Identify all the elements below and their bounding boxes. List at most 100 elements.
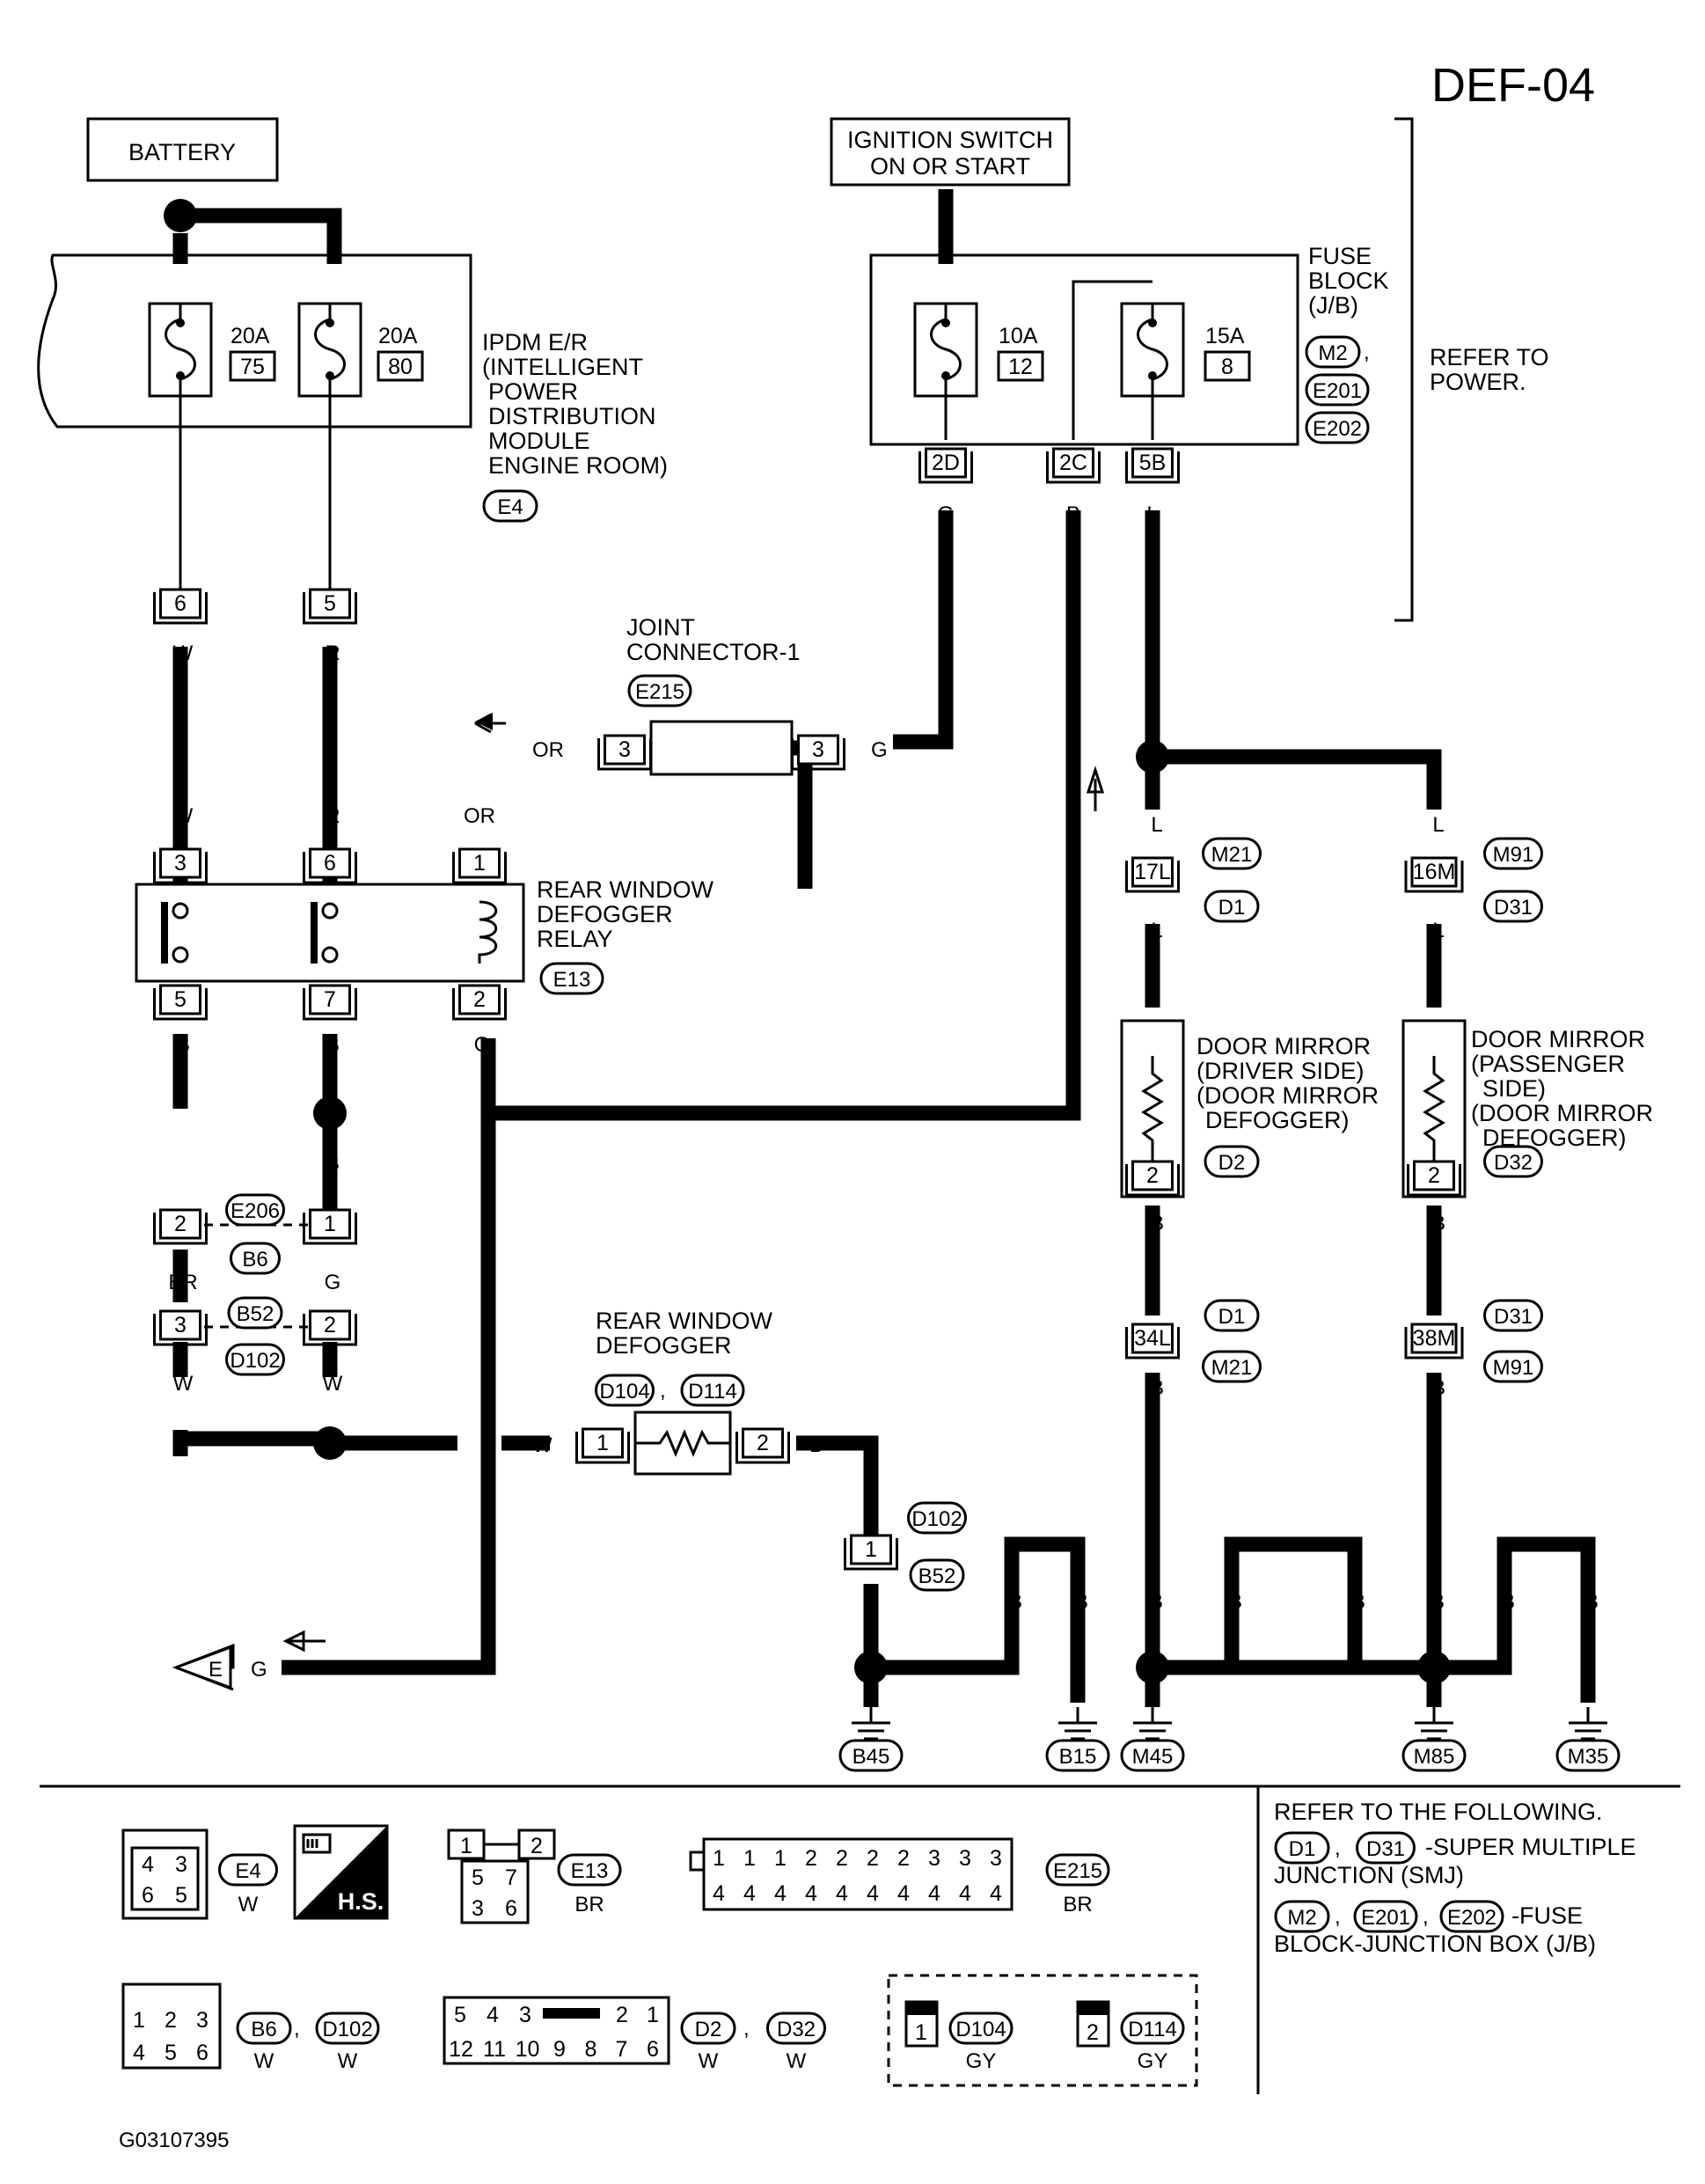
badge-text: D102 — [322, 2018, 372, 2041]
pin-number: 1 — [865, 1537, 877, 1562]
badge-text: D31 — [1494, 896, 1533, 920]
badge-outline — [1045, 1739, 1110, 1772]
badge-outline — [1483, 1299, 1543, 1332]
badge-outline — [225, 1193, 285, 1227]
badge-outline — [1353, 1900, 1418, 1933]
direction-arrow — [282, 1630, 326, 1653]
e4-pin: 6 — [142, 1883, 154, 1908]
fuse-block-2c-link — [1072, 280, 1153, 440]
separator: , — [294, 2017, 300, 2041]
e4-connector-inner — [130, 1846, 200, 1911]
e13-id: E13 — [557, 1853, 622, 1887]
badge-text: E215 — [1053, 1859, 1102, 1883]
badge-text: M91 — [1493, 843, 1534, 867]
fuse-number-box — [1204, 350, 1251, 382]
d31-id: D31 — [1483, 1299, 1543, 1332]
m21-id: M21 — [1202, 1350, 1262, 1383]
fuse-12 — [913, 302, 978, 398]
d102-id: D102 — [225, 1343, 285, 1376]
pin-number: 6 — [174, 591, 187, 616]
e215-pin: 4 — [805, 1881, 817, 1906]
badge-text: D104 — [599, 1380, 649, 1403]
pin-number: 16M — [1413, 860, 1456, 884]
b6-pin: 3 — [196, 2008, 209, 2033]
connector-shell — [153, 592, 208, 625]
ipdm-pin-5: 5 — [303, 588, 357, 625]
badge-outline — [1204, 890, 1260, 923]
pin-box — [742, 1427, 784, 1459]
e215-pin: 2 — [897, 1846, 910, 1871]
pin-number: 17L — [1134, 860, 1171, 884]
e13-pin: 1 — [460, 1834, 472, 1858]
joint-connector-pin-left: 3 — [597, 734, 652, 771]
reference-jb-id: E201 — [1353, 1900, 1418, 1933]
pin-box — [159, 1309, 201, 1341]
d102-id: D102 — [907, 1501, 967, 1535]
pin-box — [604, 734, 646, 766]
wire-color: B — [326, 1033, 340, 1057]
pin-box — [1410, 1323, 1458, 1354]
rear-defogger-pin-1: 1 — [575, 1427, 630, 1464]
badge-outline — [1483, 837, 1543, 870]
refer-power-label: REFER TO — [1430, 344, 1549, 370]
e13-pin-box — [517, 1829, 556, 1860]
badge-outline — [1439, 1900, 1504, 1933]
badge-outline — [1120, 1739, 1185, 1772]
b6-pin: 5 — [165, 2041, 177, 2065]
separator: , — [660, 1379, 666, 1403]
pin-box — [309, 1309, 351, 1341]
badge-outline — [1483, 1145, 1543, 1178]
relay-contact — [172, 946, 189, 964]
badge-text: B52 — [918, 1565, 956, 1588]
fuse-terminal — [941, 371, 950, 380]
mirror-driver-id: D2 — [1204, 1145, 1260, 1178]
d2-pin: 7 — [616, 2037, 628, 2062]
wire-g-offpage — [282, 1113, 496, 1675]
b6-id: B6 — [230, 1242, 281, 1275]
e215-pin: 4 — [990, 1881, 1002, 1906]
reference-jb-text: BLOCK-JUNCTION BOX (J/B) — [1274, 1931, 1596, 1957]
pin-number: 2 — [757, 1431, 769, 1455]
wire-color: B — [864, 1592, 878, 1616]
relay-label: REAR WINDOW — [537, 876, 714, 903]
e13-pin: 7 — [505, 1865, 517, 1890]
d1-id: D1 — [1204, 890, 1260, 923]
b52-pin: 3 — [153, 1309, 208, 1346]
mirror-passenger-label: (PASSENGER — [1471, 1051, 1625, 1077]
pin-number: 38M — [1413, 1326, 1456, 1351]
badge-outline — [1305, 411, 1370, 444]
mirror-passenger-label: DEFOGGER) — [1482, 1125, 1627, 1151]
fuse-number: 80 — [388, 355, 413, 379]
badge-outline — [1274, 1900, 1330, 1933]
badge-outline — [948, 2012, 1013, 2045]
badge-text: B15 — [1059, 1745, 1097, 1769]
d2-pin: 5 — [454, 2003, 466, 2027]
b6-pin: 6 — [196, 2041, 209, 2065]
pin-number: 2 — [324, 1313, 336, 1338]
badge-outline — [1483, 890, 1543, 923]
e215-pin: 4 — [743, 1881, 756, 1906]
badge-outline — [1045, 1853, 1110, 1887]
pin-box — [309, 1208, 351, 1240]
d2-id: D2 — [680, 2012, 736, 2045]
joint-connector-label: CONNECTOR-1 — [626, 639, 801, 665]
wire-color: B — [1150, 1212, 1164, 1235]
wire-color: L — [1432, 919, 1444, 942]
fuse-terminal — [1148, 371, 1157, 380]
relay-pin-3: 3 — [153, 847, 208, 884]
wire-color: B — [809, 1433, 823, 1457]
connector-shell — [153, 988, 208, 1021]
pin-box — [797, 734, 839, 766]
rear-defogger-element — [635, 1429, 730, 1457]
e215-pin: 4 — [959, 1881, 971, 1906]
battery-splice — [164, 199, 197, 232]
badge-outline — [539, 962, 604, 995]
direction-arrow-head — [475, 713, 493, 730]
badge-outline — [236, 2012, 292, 2045]
wire-color: B — [1149, 1590, 1163, 1614]
relay-pin-5: 5 — [153, 984, 208, 1021]
relay-contact — [321, 946, 339, 964]
wire-color: W — [173, 1372, 194, 1396]
reference-smj-text: -SUPER MULTIPLE — [1425, 1834, 1636, 1860]
d102-b52-pin: 1 — [844, 1534, 898, 1571]
